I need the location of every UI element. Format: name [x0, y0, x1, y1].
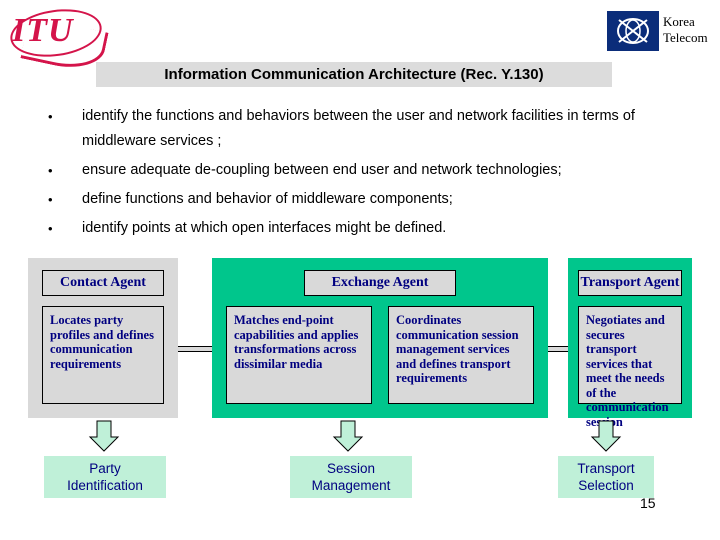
transport-agent-panel: Transport Agent Negotiates and secures t…: [568, 258, 692, 429]
page-title-bar: Information Communication Architecture (…: [96, 62, 612, 87]
outcome-line1: Session: [326, 461, 376, 476]
outcome-line1: Party: [89, 461, 121, 476]
bullet-list: • identify the functions and behaviors b…: [40, 104, 708, 245]
bullet-marker: •: [48, 192, 53, 207]
outcome-line1: Transport: [577, 461, 635, 476]
kt-company-name-line1: Korea: [663, 14, 695, 29]
outcome-box-party-identification: Party Identification: [44, 456, 166, 498]
list-item: • identify points at which open interfac…: [40, 216, 708, 241]
bullet-text: define functions and behavior of middlew…: [82, 191, 453, 207]
down-arrow-icon: [88, 420, 120, 452]
kt-logo-icon: [607, 11, 659, 51]
connector-contact-exchange: [178, 346, 214, 352]
bullet-text: identify the functions and behaviors bet…: [82, 108, 635, 149]
list-item: • ensure adequate de-coupling between en…: [40, 158, 708, 183]
bullet-text: identify points at which open interfaces…: [82, 220, 447, 236]
architecture-diagram: Contact Agent Locates party profiles and…: [28, 258, 692, 429]
bullet-text: ensure adequate de-coupling between end …: [82, 162, 562, 178]
contact-agent-title: Contact Agent: [42, 270, 164, 296]
kt-logo-mark: [607, 11, 659, 51]
list-item: • define functions and behavior of middl…: [40, 187, 708, 212]
kt-company-name-line2: Telecom: [663, 30, 708, 45]
bullet-marker: •: [48, 163, 53, 178]
page-number: 15: [640, 495, 656, 511]
transport-agent-description: Negotiates and secures transport service…: [578, 306, 682, 429]
kt-company-name: Korea Telecom: [663, 14, 720, 46]
connector-exchange-transport: [546, 346, 570, 352]
bullet-marker: •: [48, 221, 53, 236]
down-arrow-icon: [590, 420, 622, 452]
exchange-agent-description-2: Coordinates communication session manage…: [388, 306, 534, 404]
outcome-line2: Management: [311, 478, 391, 493]
outcome-line2: Selection: [578, 478, 634, 493]
itu-logo: ITU: [7, 3, 109, 75]
outcome-box-transport-selection: Transport Selection: [558, 456, 654, 498]
exchange-agent-panel: Exchange Agent Matches end-point capabil…: [212, 258, 548, 418]
contact-agent-description: Locates party profiles and defines commu…: [42, 306, 164, 404]
contact-agent-panel: Contact Agent Locates party profiles and…: [28, 258, 178, 418]
page-title: Information Communication Architecture (…: [164, 66, 544, 83]
transport-agent-title: Transport Agent: [578, 270, 682, 296]
itu-logo-text: ITU: [12, 12, 74, 49]
outcome-line2: Identification: [67, 478, 143, 493]
outcome-box-session-management: Session Management: [290, 456, 412, 498]
list-item: • identify the functions and behaviors b…: [40, 104, 708, 154]
bullet-marker: •: [48, 109, 53, 124]
exchange-agent-description-1: Matches end-point capabilities and appli…: [226, 306, 372, 404]
exchange-agent-title: Exchange Agent: [304, 270, 456, 296]
down-arrow-icon: [332, 420, 364, 452]
